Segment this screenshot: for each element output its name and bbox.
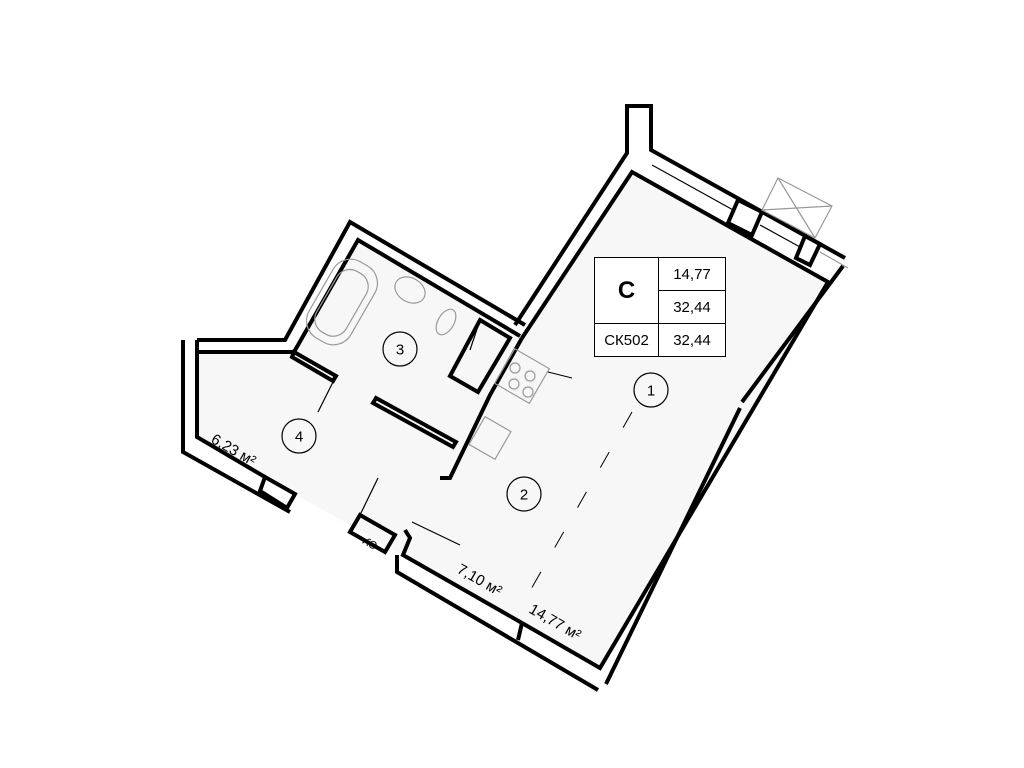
unit-area-value: 32,44 xyxy=(673,331,711,349)
window-sill xyxy=(819,251,849,269)
closet xyxy=(447,317,513,395)
closet-diagonal xyxy=(469,319,481,351)
window-glass xyxy=(651,164,736,212)
stove-burner xyxy=(524,370,536,382)
room-4-marker: 4 xyxy=(281,418,317,454)
bathtub-inner xyxy=(314,268,369,337)
wall-room1-left xyxy=(520,169,831,671)
wall-kitchen xyxy=(440,337,524,480)
window-frame xyxy=(793,233,823,268)
wall-outer-right-lower xyxy=(604,407,742,685)
wall-room4-outer xyxy=(181,340,291,514)
room-3-marker: 3 xyxy=(382,331,418,367)
wall-outer-bottom xyxy=(395,555,600,692)
utility-shaft xyxy=(347,512,398,555)
wall-outer-left-top xyxy=(513,104,846,327)
room-number: 1 xyxy=(647,383,655,400)
room-number: 2 xyxy=(520,487,528,504)
wall-outer-right xyxy=(740,264,845,404)
room-number: 3 xyxy=(396,342,404,359)
door-swing xyxy=(317,379,335,413)
stove-burner xyxy=(522,386,534,398)
room-number: 4 xyxy=(295,429,303,446)
living-area-value: 14,77 xyxy=(659,258,725,291)
door-swing xyxy=(359,477,379,516)
wall-room4-inner xyxy=(195,340,267,479)
bathtub xyxy=(305,258,379,346)
wall-room4-top xyxy=(197,219,527,342)
stove xyxy=(493,347,551,405)
room-2-marker: 2 xyxy=(506,476,542,512)
wall-bottom-room2 xyxy=(400,528,523,625)
stove-burner xyxy=(509,362,521,374)
unit-code: СК502 xyxy=(595,324,659,356)
kitchen-sink xyxy=(468,415,512,461)
apartment-summary-table: С 14,77 32,44 СК502 32,44 xyxy=(594,257,726,357)
window-frame xyxy=(257,474,298,511)
toilet xyxy=(435,308,457,336)
window-glass xyxy=(759,224,801,248)
zone-divider xyxy=(547,371,573,379)
wall-joint xyxy=(516,622,524,641)
apartment-type: С xyxy=(595,258,659,324)
partition-hall xyxy=(370,395,459,450)
stove-burner xyxy=(508,378,520,390)
total-area-value: 32,44 xyxy=(659,291,725,324)
room-1-marker: 1 xyxy=(633,372,669,408)
bath-sink xyxy=(394,276,426,304)
door-swing xyxy=(411,521,461,546)
window-frame xyxy=(725,197,765,238)
zone-divider xyxy=(517,411,633,613)
ac-unit-cross xyxy=(761,205,833,211)
